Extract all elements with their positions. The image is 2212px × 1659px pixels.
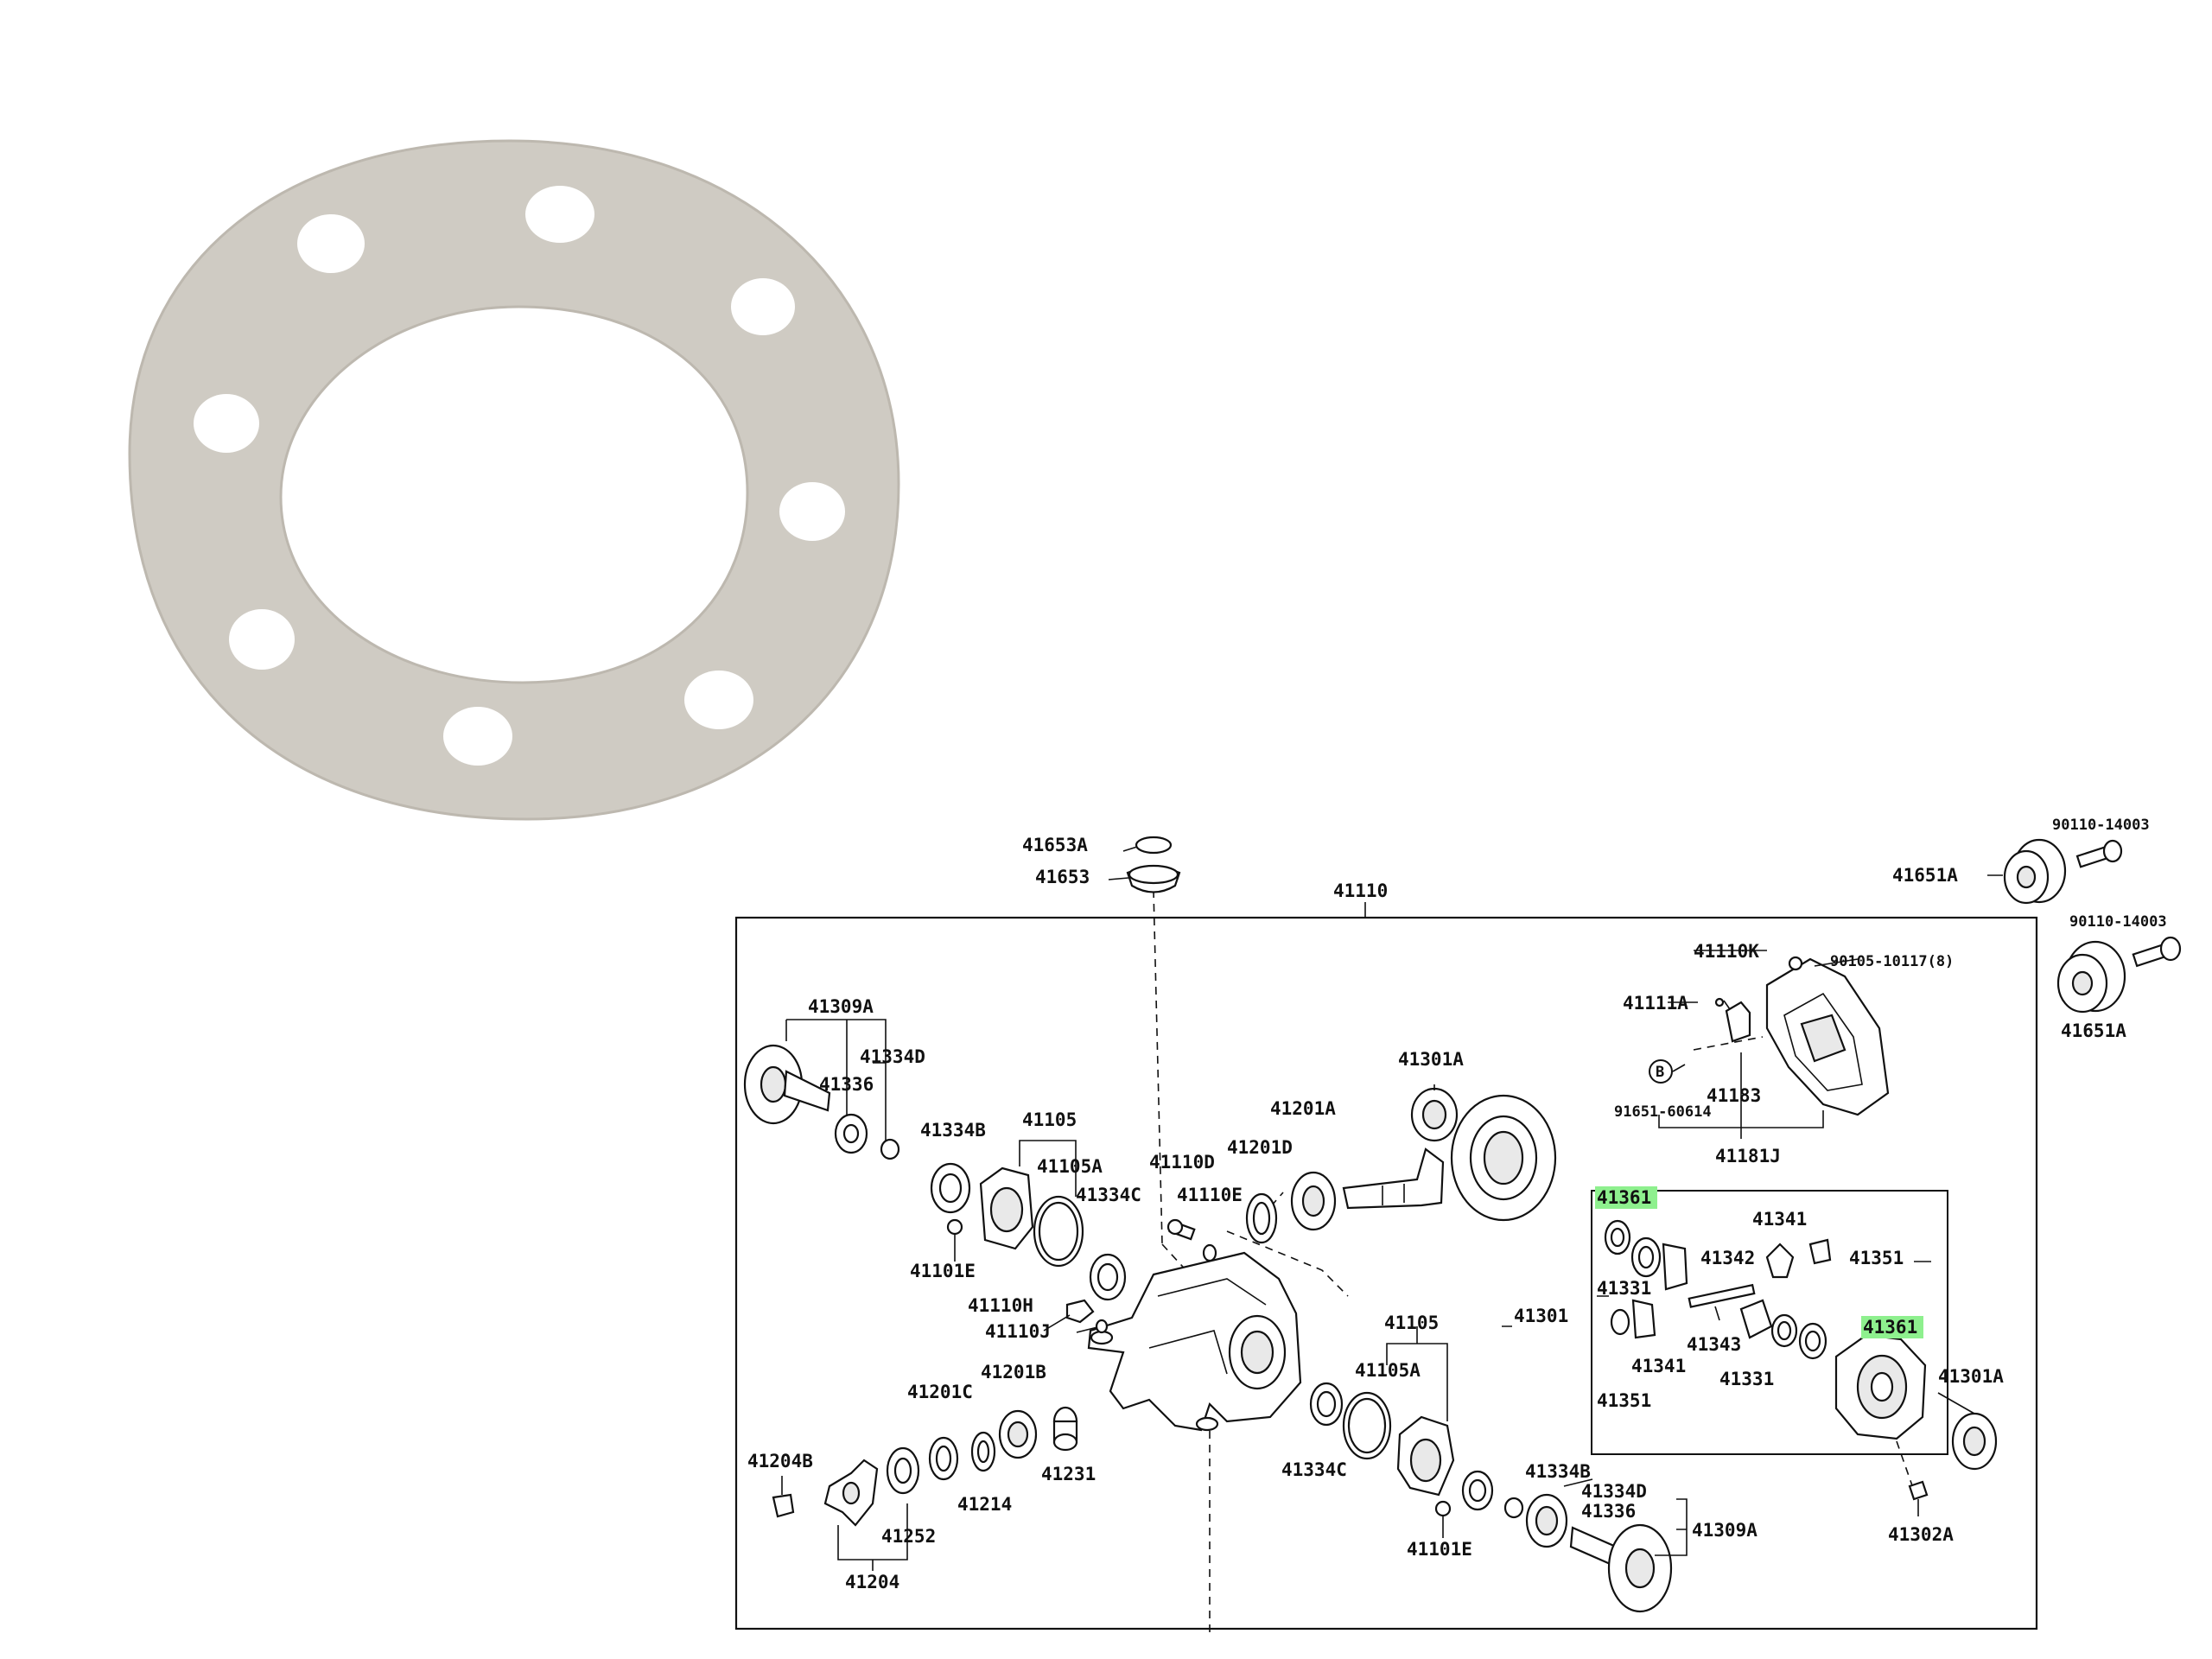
bolt-hole bbox=[525, 186, 594, 243]
callout-41334C-bottom: 41334C bbox=[1281, 1459, 1347, 1480]
part-41651A-right bbox=[2056, 936, 2182, 1014]
callout-41105-top: 41105 bbox=[1022, 1109, 1077, 1130]
callout-41309A-top: 41309A bbox=[808, 996, 874, 1017]
callout-41105A-top: 41105A bbox=[1037, 1156, 1103, 1177]
callout-41201D: 41201D bbox=[1227, 1137, 1293, 1158]
callout-41302A: 41302A bbox=[1888, 1524, 1954, 1545]
callout-91651-60614: 91651-60614 bbox=[1614, 1103, 1712, 1121]
callout-41653A: 41653A bbox=[1022, 835, 1088, 855]
callout-41331-bottom: 41331 bbox=[1719, 1369, 1774, 1389]
callout-41110H: 41110H bbox=[968, 1295, 1033, 1316]
bolt-hole bbox=[194, 394, 259, 453]
callout-41101E-bottom: 41101E bbox=[1407, 1539, 1472, 1560]
bolt-hole bbox=[229, 609, 295, 670]
callout-41252: 41252 bbox=[881, 1526, 936, 1547]
callout-41341-top: 41341 bbox=[1752, 1209, 1807, 1230]
callout-41334B-bottom: 41334B bbox=[1525, 1461, 1591, 1482]
rear-cover-41181J bbox=[1714, 956, 1890, 1116]
callout-41651A-right: 41651A bbox=[2061, 1020, 2126, 1041]
callout-90110-14003-right: 90110-14003 bbox=[2069, 913, 2167, 931]
callout-41181J: 41181J bbox=[1715, 1146, 1781, 1166]
highlight-41361-right bbox=[1861, 1316, 1923, 1338]
callout-41341-bottom: 41341 bbox=[1631, 1356, 1686, 1376]
callout-41301A-top: 41301A bbox=[1398, 1049, 1464, 1070]
callout-41334C-top: 41334C bbox=[1076, 1185, 1141, 1205]
callout-41111A: 41111A bbox=[1623, 993, 1688, 1014]
callout-41110D: 41110D bbox=[1149, 1152, 1215, 1173]
callout-b: B bbox=[1656, 1064, 1664, 1081]
callout-41301A-right: 41301A bbox=[1938, 1366, 2004, 1387]
shim-photo bbox=[128, 139, 900, 821]
callout-41361-right: 41361 bbox=[1863, 1317, 1917, 1338]
callout-41204B: 41204B bbox=[747, 1451, 813, 1471]
bolt-hole bbox=[684, 671, 753, 729]
callout-90110-14003-top: 90110-14003 bbox=[2052, 817, 2150, 834]
callout-41336-top: 41336 bbox=[819, 1074, 874, 1095]
part-41651A-top bbox=[1987, 838, 2123, 905]
subassembly-frame-41301 bbox=[1591, 1190, 1948, 1455]
callout-41351-bottom: 41351 bbox=[1597, 1390, 1651, 1411]
callout-41201B: 41201B bbox=[981, 1362, 1046, 1382]
callout-41101E-top: 41101E bbox=[910, 1261, 976, 1281]
differential-housing bbox=[1087, 1251, 1302, 1432]
callout-41110: 41110 bbox=[1333, 880, 1388, 901]
callout-41183: 41183 bbox=[1707, 1085, 1761, 1106]
callout-41201A: 41201A bbox=[1270, 1098, 1336, 1119]
callout-41361-top: 41361 bbox=[1597, 1187, 1651, 1208]
callout-41110E: 41110E bbox=[1177, 1185, 1243, 1205]
callout-41331-left: 41331 bbox=[1597, 1278, 1651, 1299]
bolt-hole bbox=[443, 707, 512, 766]
callout-41653: 41653 bbox=[1035, 867, 1090, 887]
shim-plate bbox=[128, 139, 900, 821]
callout-41105-mid: 41105 bbox=[1384, 1313, 1439, 1333]
callout-41651A-top: 41651A bbox=[1892, 865, 1958, 886]
callout-41214: 41214 bbox=[957, 1494, 1012, 1515]
callout-41342: 41342 bbox=[1700, 1248, 1755, 1268]
part-41309A-left bbox=[743, 1044, 900, 1160]
callout-41110J: 41110J bbox=[985, 1321, 1051, 1342]
callout-41301: 41301 bbox=[1514, 1306, 1568, 1326]
callout-41343: 41343 bbox=[1687, 1334, 1741, 1355]
callout-41351-right: 41351 bbox=[1849, 1248, 1904, 1268]
callout-41334D-top: 41334D bbox=[860, 1046, 925, 1067]
parts-diagram: 41653A 41653 41110 90110-14003 41651A 90… bbox=[734, 817, 2182, 1637]
callout-41105A-mid: 41105A bbox=[1355, 1360, 1421, 1381]
bolt-hole bbox=[779, 482, 845, 541]
callout-41336-bottom: 41336 bbox=[1581, 1501, 1636, 1522]
callout-90105-10117: 90105-10117(8) bbox=[1830, 953, 1954, 970]
callout-41334B-top: 41334B bbox=[920, 1120, 986, 1141]
callout-41231: 41231 bbox=[1041, 1464, 1096, 1484]
callout-41201C: 41201C bbox=[907, 1382, 973, 1402]
bolt-hole bbox=[731, 278, 795, 335]
callout-41110K: 41110K bbox=[1694, 941, 1759, 962]
callout-41334D-bottom: 41334D bbox=[1581, 1481, 1647, 1502]
callout-41309A-bottom: 41309A bbox=[1692, 1520, 1758, 1541]
callout-41204: 41204 bbox=[845, 1572, 899, 1592]
assembly-frame-41110 bbox=[734, 916, 2038, 1630]
bolt-hole bbox=[297, 214, 365, 273]
highlight-41361-top bbox=[1595, 1186, 1657, 1209]
reference-circle-b bbox=[1649, 1059, 1673, 1084]
